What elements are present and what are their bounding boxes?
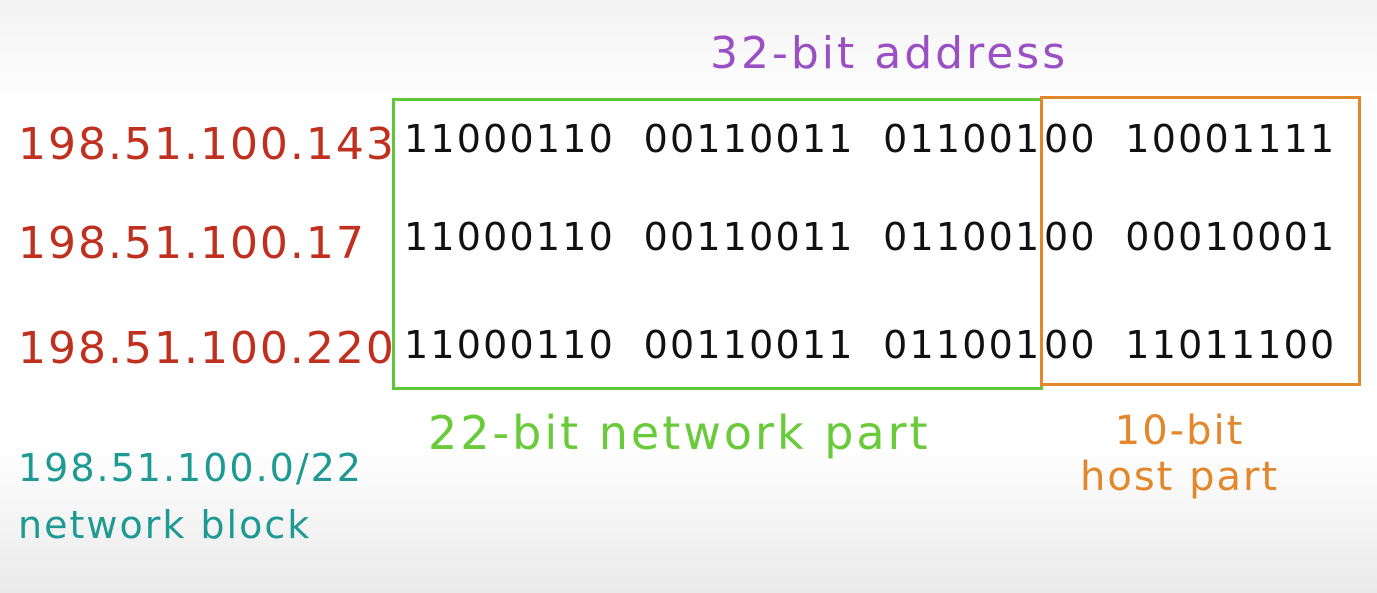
host-bits-row-3: 00 11011100: [1044, 323, 1337, 367]
host-part-label-line-2: host part: [1080, 454, 1280, 500]
network-block-label: 198.51.100.0/22 network block: [18, 440, 363, 554]
ip-address-row-1: 198.51.100.143: [18, 119, 396, 170]
network-bits-row-3: 11000110 00110011 011001: [404, 323, 1042, 367]
network-bits-row-1: 11000110 00110011 011001: [404, 117, 1042, 161]
host-bits-row-1: 00 10001111: [1044, 117, 1337, 161]
ip-address-row-3: 198.51.100.220: [18, 323, 396, 374]
network-part-label: 22-bit network part: [428, 406, 931, 460]
network-block-caption: network block: [18, 503, 312, 547]
network-block-cidr: 198.51.100.0/22: [18, 446, 363, 490]
network-bits-row-2: 11000110 00110011 011001: [404, 215, 1042, 259]
ip-address-row-2: 198.51.100.17: [18, 218, 366, 269]
host-bits-row-2: 00 00010001: [1044, 215, 1337, 259]
host-part-label: 10-bit host part: [1080, 408, 1279, 500]
diagram-title: 32-bit address: [710, 28, 1069, 79]
host-part-box: [1040, 96, 1361, 386]
host-part-label-line-1: 10-bit: [1114, 408, 1245, 454]
